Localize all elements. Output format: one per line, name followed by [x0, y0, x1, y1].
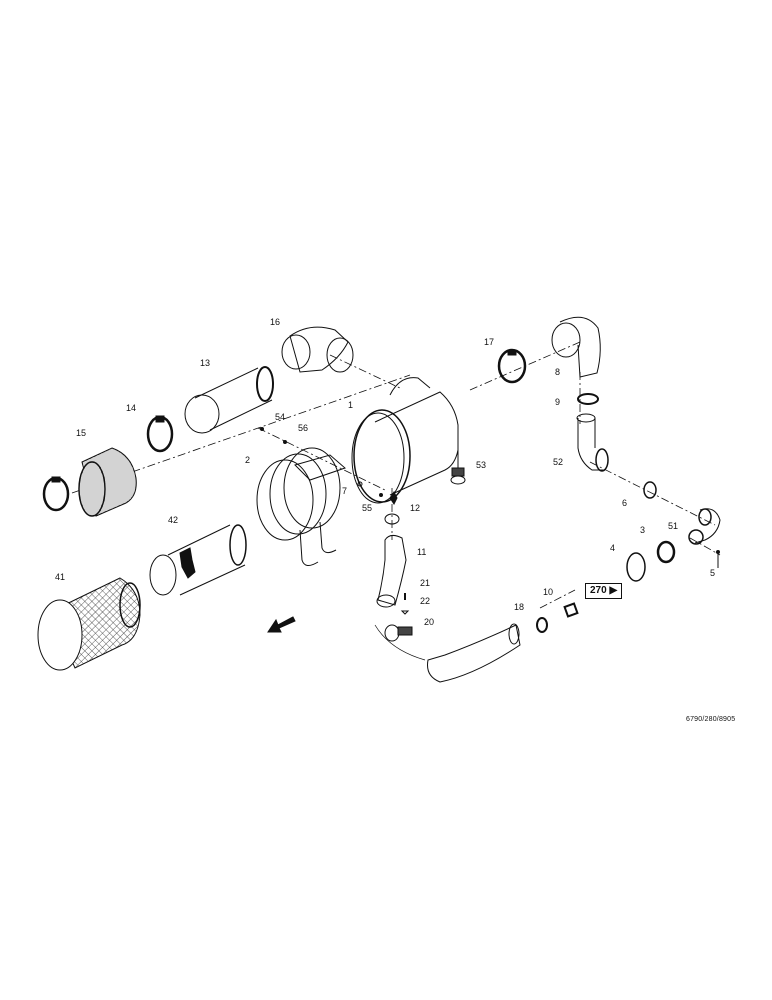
page-reference-number: 270 — [590, 585, 607, 596]
label-part-20: 20 — [424, 617, 435, 627]
label-part-56: 56 — [298, 423, 309, 433]
part-2-mounting-band — [256, 447, 346, 566]
label-part-53: 53 — [476, 460, 487, 470]
part-16-elbow — [281, 326, 354, 373]
label-part-12: 12 — [410, 503, 421, 513]
label-part-41: 41 — [55, 572, 66, 582]
label-part-17: 17 — [484, 337, 495, 347]
part-56-nut — [283, 440, 287, 444]
part-42-safety-element — [149, 524, 247, 596]
part-22-washer — [400, 610, 410, 615]
part-12-o-ring — [384, 513, 400, 525]
label-part-6: 6 — [622, 498, 628, 508]
forward-direction-arrow — [267, 616, 296, 633]
part-8-elbow-upper — [551, 316, 601, 378]
label-part-55: 55 — [362, 503, 373, 513]
part-9-clamp — [577, 393, 599, 405]
part-13-intake-tube — [184, 366, 274, 434]
label-part-7: 7 — [342, 486, 348, 496]
label-part-14: 14 — [126, 403, 137, 413]
part-clamp-15 — [42, 476, 70, 512]
label-part-54: 54 — [275, 412, 286, 422]
part-5-fastener — [716, 550, 720, 568]
label-part-10: 10 — [543, 587, 554, 597]
part-6-o-ring — [643, 481, 657, 499]
page-reference-link[interactable]: 270 ▶ — [585, 583, 623, 599]
label-part-1: 1 — [348, 400, 354, 410]
part-3-seal-ring — [656, 540, 676, 564]
label-part-51: 51 — [668, 521, 679, 531]
part-41-primary-element — [37, 577, 141, 671]
part-52-elbow-tube — [576, 413, 609, 472]
label-part-9: 9 — [555, 397, 561, 407]
part-55-nut — [379, 493, 383, 497]
label-part-2: 2 — [245, 455, 251, 465]
part-10-nipple — [563, 602, 579, 618]
part-54-bolt — [260, 427, 264, 431]
part-1-housing — [351, 377, 459, 505]
label-part-21: 21 — [420, 578, 431, 588]
axis-lines — [71, 341, 721, 609]
long-hose — [374, 623, 521, 683]
label-part-8: 8 — [555, 367, 561, 377]
label-part-4: 4 — [610, 543, 616, 553]
label-part-15: 15 — [76, 428, 87, 438]
part-7-washer — [357, 481, 363, 487]
label-part-42: 42 — [168, 515, 179, 525]
drawing-number: 6790/280/8905 — [686, 716, 736, 723]
part-17-hose-clamp — [497, 348, 527, 384]
part-20-clip — [384, 624, 413, 642]
part-4-gasket — [626, 552, 646, 582]
label-part-22: 22 — [420, 596, 431, 606]
label-part-16: 16 — [270, 317, 281, 327]
label-part-13: 13 — [200, 358, 211, 368]
part-11-hose — [376, 534, 407, 608]
label-part-5: 5 — [710, 568, 716, 578]
part-18-hose-clamp — [536, 617, 548, 633]
label-part-11: 11 — [417, 547, 427, 557]
play-arrow-icon: ▶ — [609, 585, 618, 596]
label-part-52: 52 — [553, 457, 564, 467]
part-53-dust-valve — [450, 450, 466, 485]
label-part-3: 3 — [640, 525, 646, 535]
part-51-elbow-lower — [688, 508, 721, 545]
part-14-hose-clamp — [146, 415, 174, 453]
label-part-18: 18 — [514, 602, 525, 612]
part-15-pre-screen — [78, 447, 137, 517]
